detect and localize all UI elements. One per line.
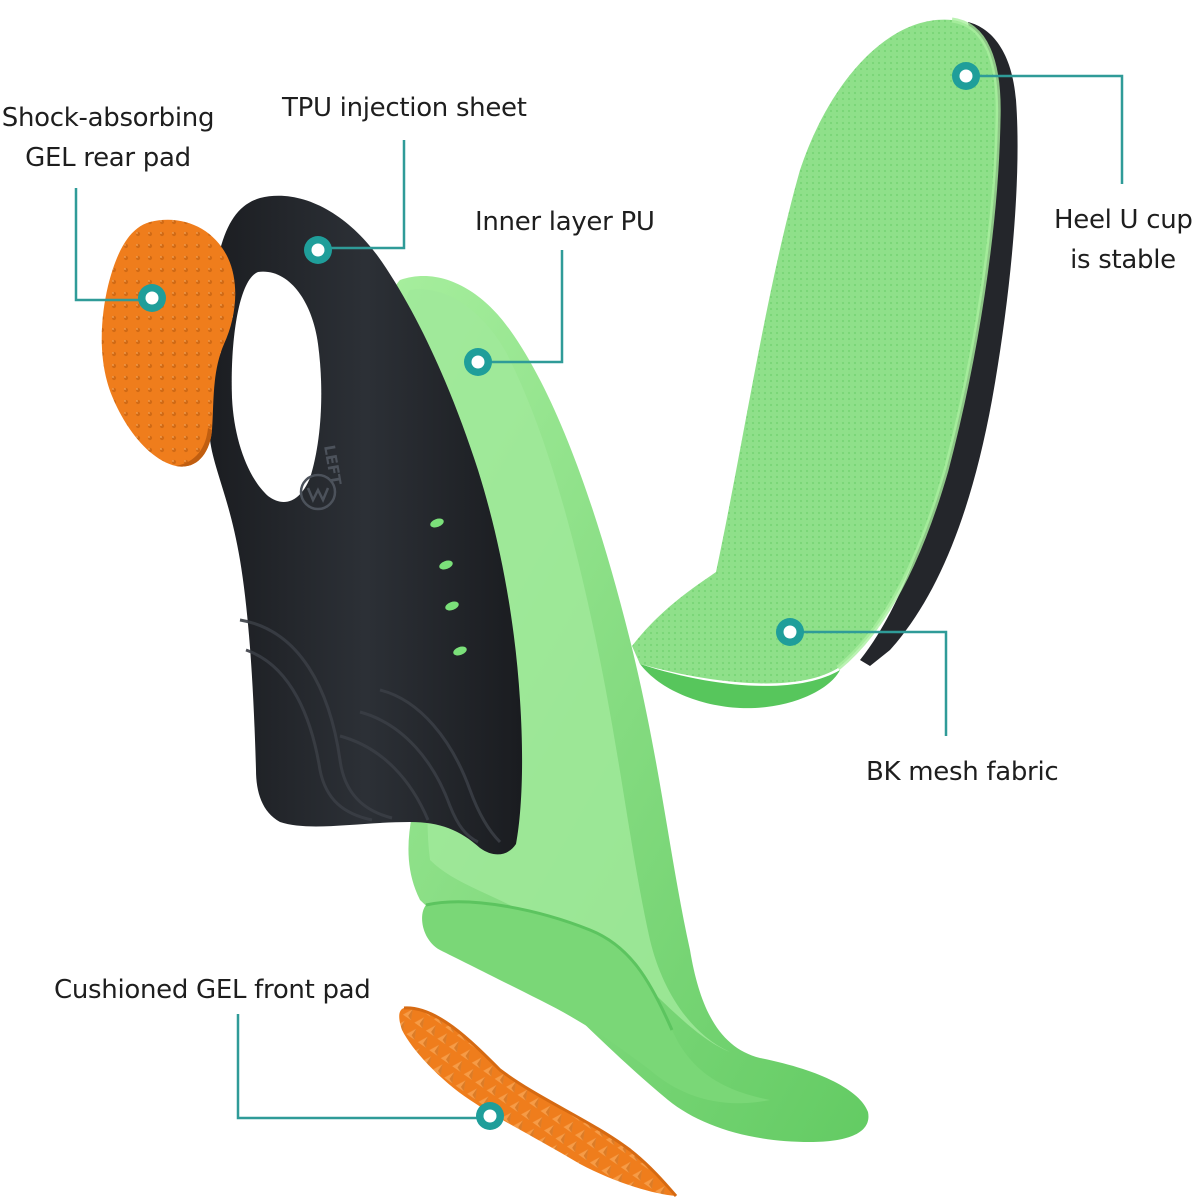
- mesh-edge: [640, 664, 840, 709]
- callout-dot-inner-pu: [464, 348, 492, 376]
- label-gel-front-text: Cushioned GEL front pad: [54, 975, 371, 1005]
- vent-holes: [430, 518, 467, 656]
- callout-lines: [74, 74, 1124, 1120]
- callout-dot-gel-rear: [138, 284, 166, 312]
- pu-face: [406, 289, 730, 1052]
- label-heel-line2: is stable: [1070, 245, 1176, 275]
- label-gel-rear-line1: Shock-absorbing: [1, 103, 215, 133]
- gel-front-body: [399, 1007, 676, 1196]
- callout-dot-heel: [952, 62, 980, 90]
- label-tpu-text: TPU injection sheet: [282, 93, 527, 123]
- pu-insole: [390, 275, 869, 1143]
- label-heel-line1: Heel U cup: [1054, 205, 1193, 235]
- label-gel-rear-pad: Shock-absorbing GEL rear pad: [0, 98, 216, 178]
- label-inner-pu: Inner layer PU: [475, 202, 655, 242]
- label-gel-front-pad: Cushioned GEL front pad: [54, 970, 371, 1010]
- shell-cutout: [231, 271, 322, 502]
- callout-line-mesh: [790, 630, 948, 736]
- label-mesh-text: BK mesh fabric: [866, 757, 1059, 787]
- forefoot-recess: [422, 901, 770, 1104]
- label-inner-pu-text: Inner layer PU: [475, 207, 655, 237]
- gel-rear-pad: [101, 219, 236, 467]
- tpu-shell: LEFT: [208, 195, 523, 855]
- callout-dots: [138, 62, 980, 1130]
- callout-line-inner-pu: [478, 250, 564, 364]
- mesh-insole: [632, 17, 1018, 709]
- label-mesh-fabric: BK mesh fabric: [866, 752, 1059, 792]
- mesh-surface: [632, 19, 999, 684]
- callout-line-gel-rear: [74, 188, 152, 302]
- callout-dot-tpu: [304, 236, 332, 264]
- callout-dot-gel-front: [476, 1102, 504, 1130]
- gel-front-pad: [399, 1006, 678, 1197]
- callout-dot-mesh: [776, 618, 804, 646]
- heel-cup-shell: [860, 22, 1018, 666]
- label-tpu-sheet: TPU injection sheet: [282, 88, 527, 128]
- callout-line-heel: [966, 74, 1124, 184]
- label-gel-rear-line2: GEL rear pad: [25, 143, 191, 173]
- brand-logo-icon: [299, 473, 337, 511]
- callout-line-gel-front: [236, 1014, 488, 1120]
- callout-line-tpu: [318, 140, 406, 250]
- label-heel-cup: Heel U cup is stable: [1054, 200, 1193, 280]
